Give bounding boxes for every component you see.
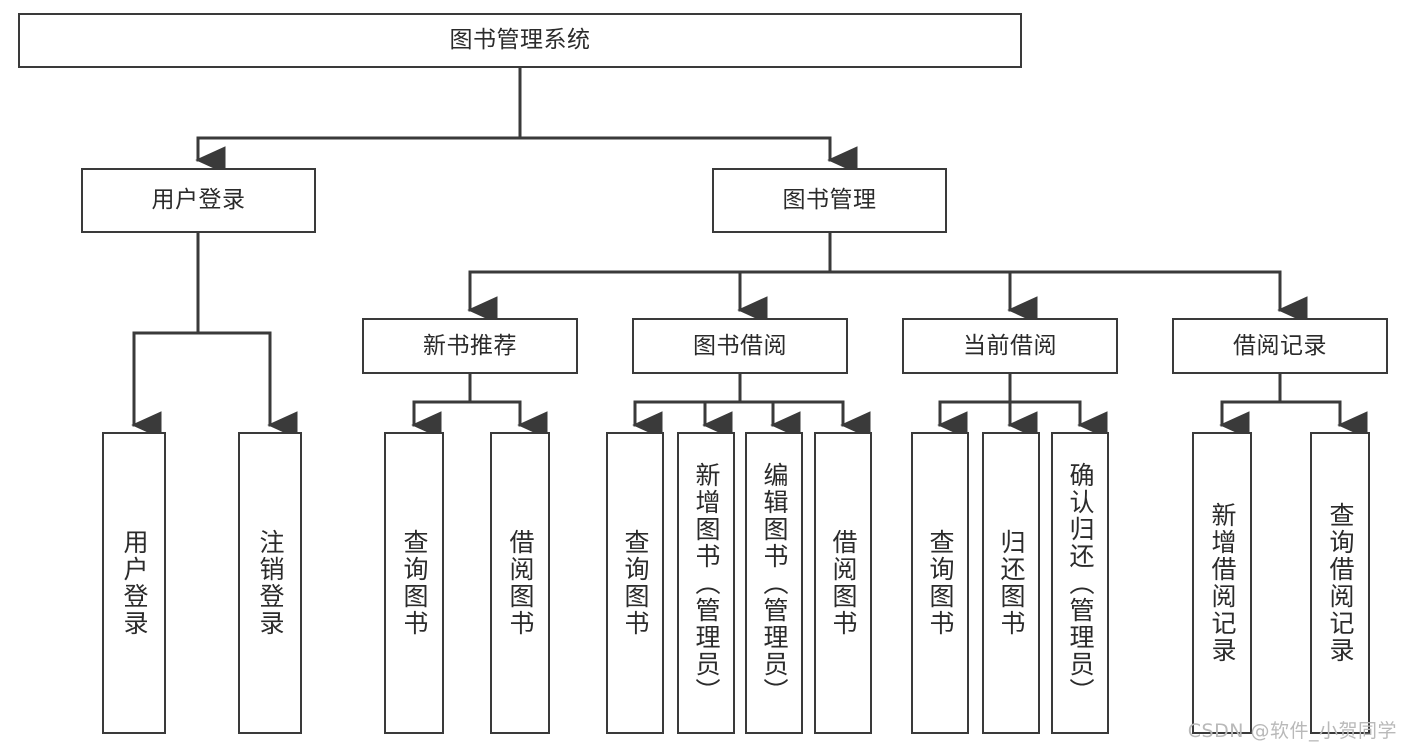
node-leaf-user-logout-label: 注销登录	[256, 529, 285, 637]
node-book-borrow-label: 图书借阅	[693, 332, 787, 359]
node-leaf-user-logout[interactable]: 注销登录	[238, 432, 302, 734]
node-leaf-edit-book-label: 编辑图书（管理员）	[760, 461, 789, 705]
node-leaf-borrow-book-2[interactable]: 借阅图书	[814, 432, 872, 734]
node-leaf-confirm-return-label: 确认归还（管理员）	[1066, 461, 1095, 705]
node-leaf-query-book-2[interactable]: 查询图书	[606, 432, 664, 734]
node-borrow-record[interactable]: 借阅记录	[1172, 318, 1388, 374]
node-current-borrow[interactable]: 当前借阅	[902, 318, 1118, 374]
node-user-login-label: 用户登录	[151, 187, 246, 214]
node-book-borrow[interactable]: 图书借阅	[632, 318, 848, 374]
node-user-login[interactable]: 用户登录	[81, 168, 316, 233]
node-current-borrow-label: 当前借阅	[963, 332, 1057, 359]
watermark-text: CSDN @软件_小贺同学	[1187, 720, 1397, 742]
node-leaf-query-book-3[interactable]: 查询图书	[911, 432, 969, 734]
node-leaf-confirm-return[interactable]: 确认归还（管理员）	[1051, 432, 1109, 734]
node-leaf-query-book-2-label: 查询图书	[621, 529, 650, 637]
node-leaf-add-record[interactable]: 新增借阅记录	[1192, 432, 1252, 734]
node-book-admin-label: 图书管理	[782, 187, 877, 214]
node-leaf-query-record-label: 查询借阅记录	[1326, 502, 1355, 664]
node-leaf-add-record-label: 新增借阅记录	[1208, 502, 1237, 664]
node-leaf-return-book[interactable]: 归还图书	[982, 432, 1040, 734]
node-leaf-user-login[interactable]: 用户登录	[102, 432, 166, 734]
node-new-book-rec[interactable]: 新书推荐	[362, 318, 578, 374]
node-leaf-query-book-1[interactable]: 查询图书	[384, 432, 444, 734]
node-leaf-return-book-label: 归还图书	[997, 529, 1026, 637]
node-leaf-query-record[interactable]: 查询借阅记录	[1310, 432, 1370, 734]
node-leaf-add-book-label: 新增图书（管理员）	[692, 461, 721, 705]
node-new-book-rec-label: 新书推荐	[423, 332, 517, 359]
node-root[interactable]: 图书管理系统	[18, 13, 1022, 68]
node-leaf-borrow-book-1[interactable]: 借阅图书	[490, 432, 550, 734]
node-leaf-query-book-3-label: 查询图书	[926, 529, 955, 637]
node-leaf-user-login-label: 用户登录	[120, 529, 149, 637]
node-leaf-edit-book[interactable]: 编辑图书（管理员）	[745, 432, 803, 734]
node-leaf-borrow-book-2-label: 借阅图书	[829, 529, 858, 637]
node-leaf-borrow-book-1-label: 借阅图书	[506, 529, 535, 637]
node-root-label: 图书管理系统	[449, 27, 591, 54]
node-leaf-query-book-1-label: 查询图书	[400, 529, 429, 637]
node-borrow-record-label: 借阅记录	[1233, 332, 1327, 359]
node-book-admin[interactable]: 图书管理	[712, 168, 947, 233]
node-leaf-add-book[interactable]: 新增图书（管理员）	[677, 432, 735, 734]
